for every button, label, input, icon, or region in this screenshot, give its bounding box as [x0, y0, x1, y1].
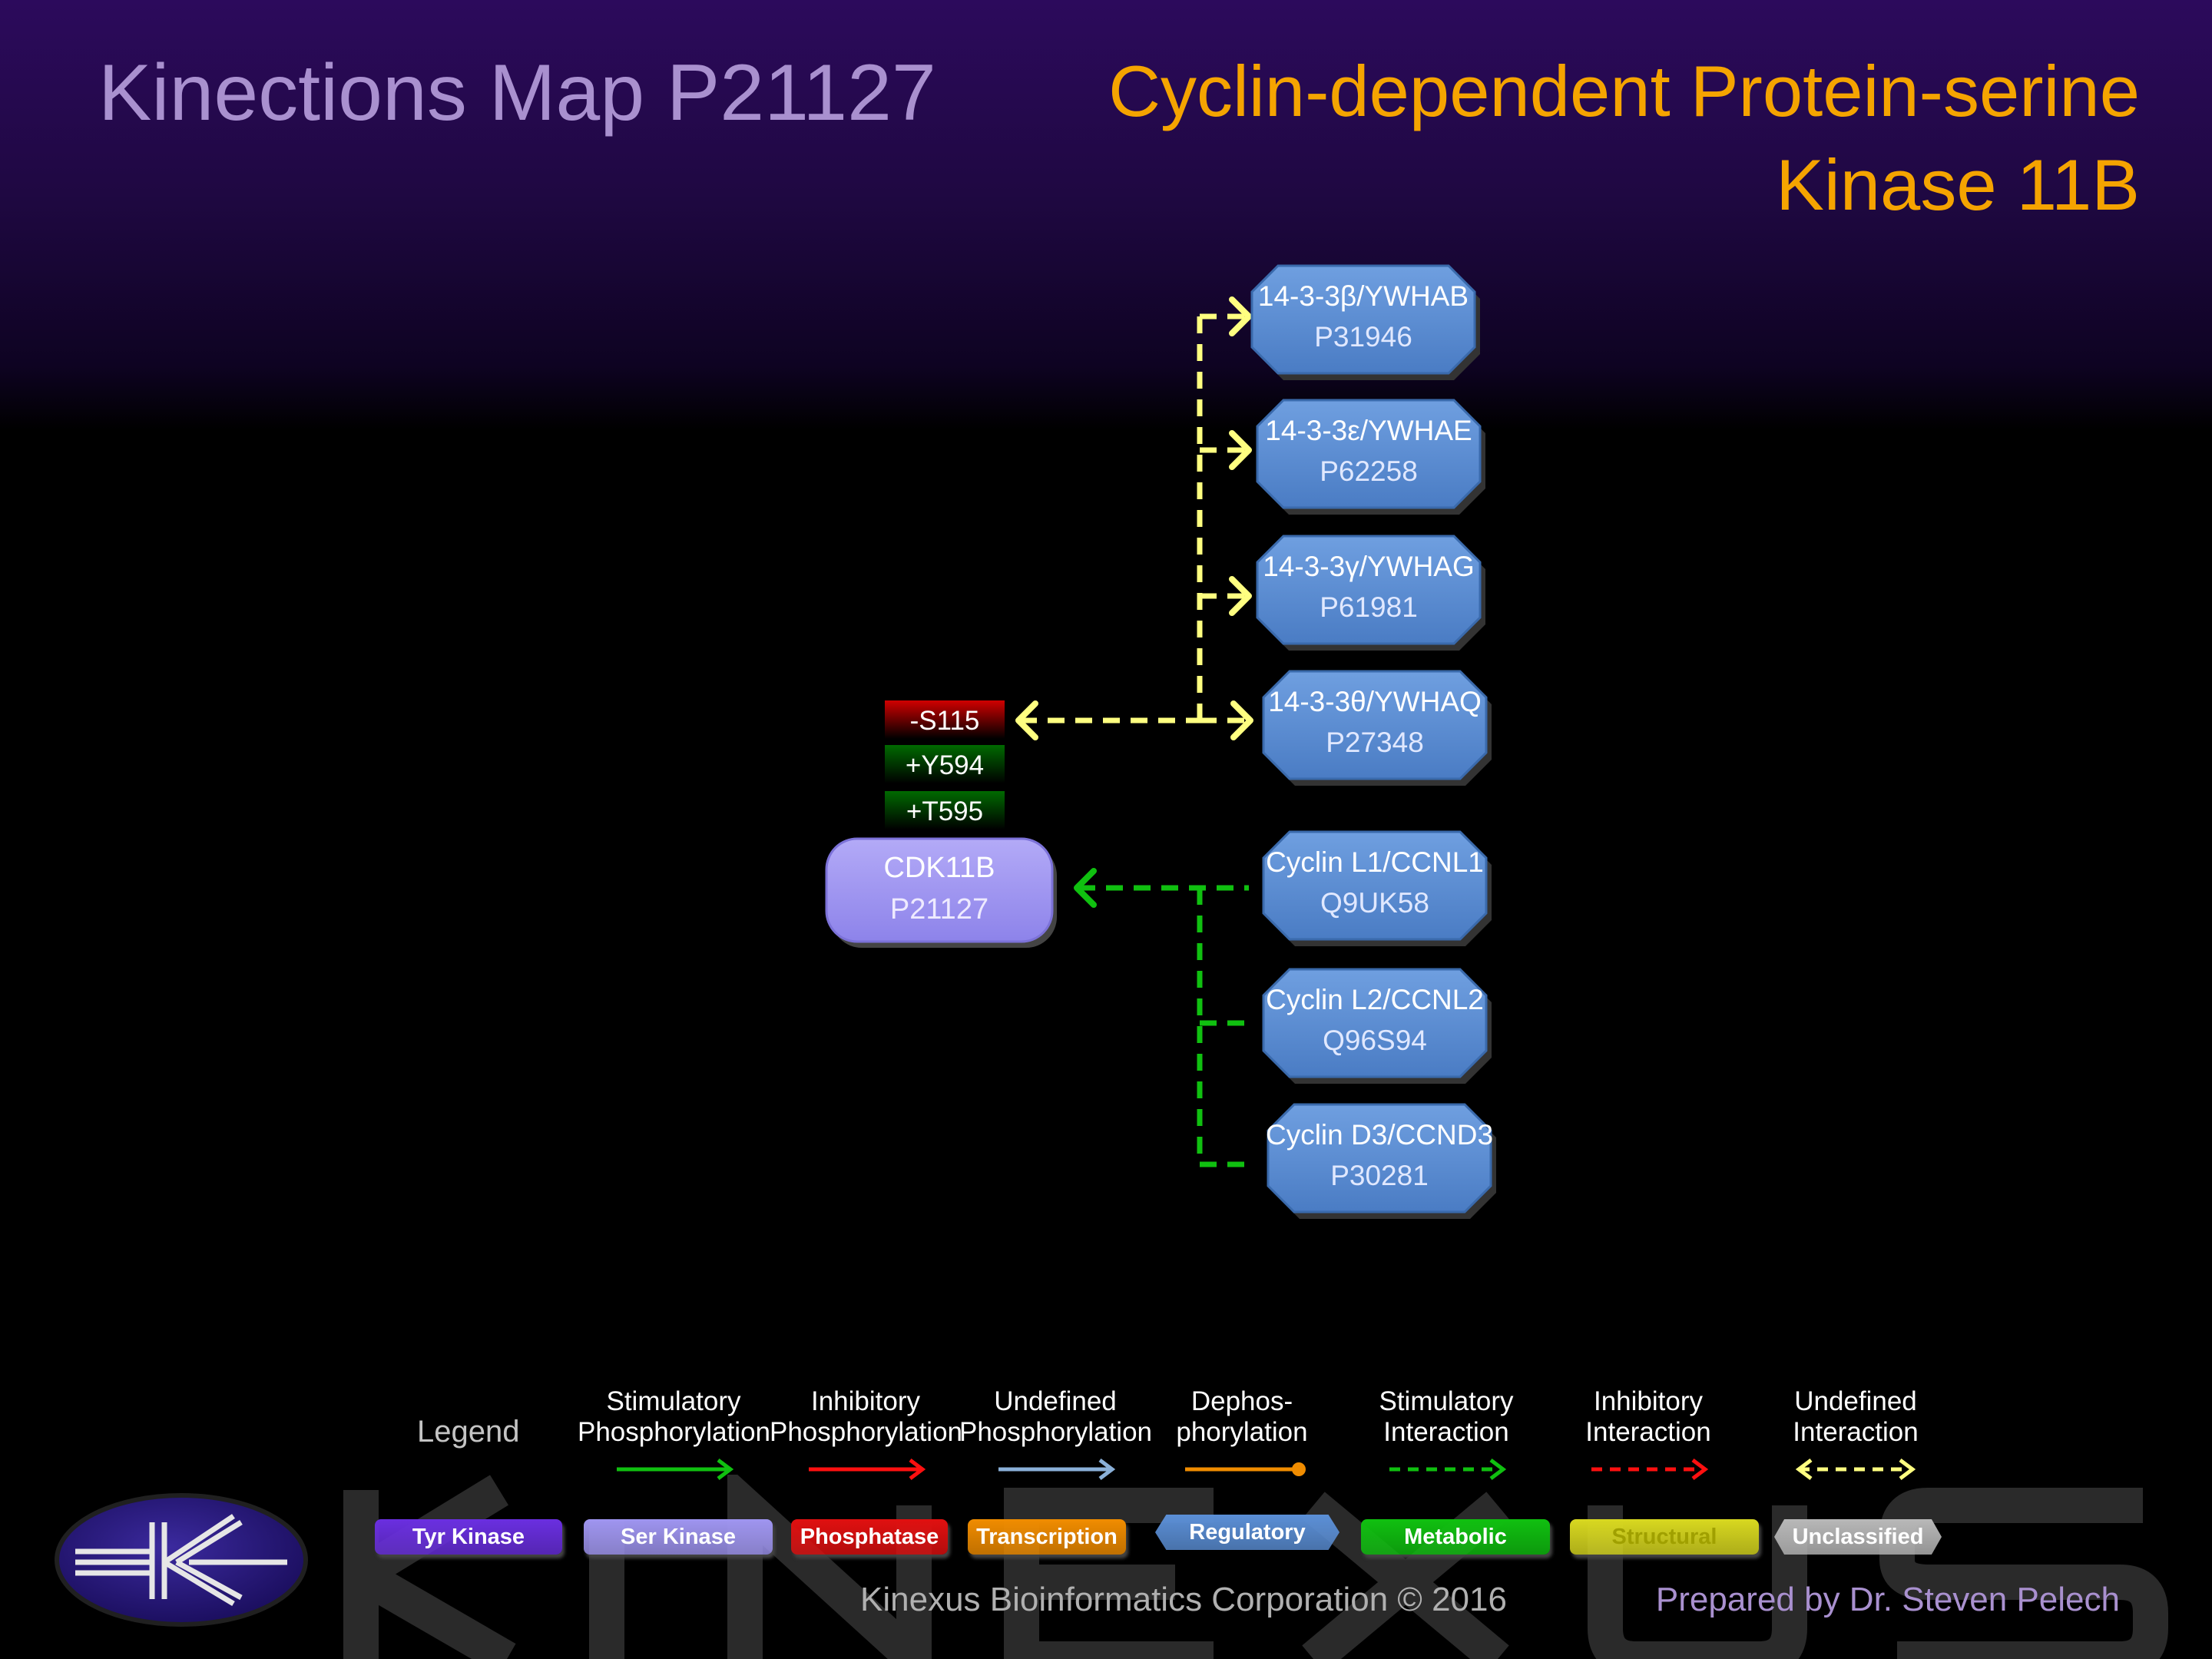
- arrowhead-icon: [1015, 700, 1038, 740]
- partner-uniprot-id: Q96S94: [1323, 1025, 1427, 1056]
- legend-arrowhead-icon: [909, 1459, 926, 1480]
- phosphosite-badge: [885, 700, 1005, 739]
- partner-name: 14-3-3ε/YWHAE: [1265, 415, 1472, 446]
- phosphosite-badge: [885, 791, 1005, 830]
- interaction-edges: [1015, 296, 1253, 1167]
- phosphosite-s115[interactable]: -S115: [885, 700, 1005, 739]
- legend-label-line2: Phosphorylation: [578, 1417, 770, 1447]
- legend-label-line2: phorylation: [1176, 1417, 1308, 1447]
- legend-label-line2: Interaction: [1793, 1417, 1919, 1447]
- phosphosite-y594[interactable]: +Y594: [885, 745, 1005, 783]
- phosphosite-label: +Y594: [906, 750, 984, 780]
- partner-node-shape: [1262, 670, 1488, 780]
- legend-label-line1: Inhibitory: [1593, 1386, 1704, 1416]
- partner-node-shape: [1262, 968, 1488, 1078]
- protein-full-name: Cyclin-dependent Protein-serine Kinase 1…: [988, 45, 2140, 232]
- legend-category-transcription: Transcription: [968, 1519, 1126, 1555]
- legend-label-line1: Undefined: [994, 1386, 1117, 1416]
- legend-category-phosphatase: Phosphatase: [791, 1519, 948, 1555]
- partner-node-shape: [1256, 399, 1482, 509]
- legend-arrowhead-icon: [1489, 1459, 1507, 1480]
- legend-dot-icon: [1292, 1462, 1306, 1476]
- arrowhead-icon: [1229, 430, 1252, 470]
- partner-uniprot-id: P62258: [1320, 455, 1418, 487]
- central-node-shape: [825, 837, 1054, 943]
- legend-category-metabolic: Metabolic: [1361, 1519, 1550, 1555]
- phosphosite-badge: [885, 745, 1005, 783]
- protein-full-name-line2: Kinase 11B: [1776, 144, 2140, 225]
- partner-uniprot-id: P61981: [1320, 591, 1418, 623]
- legend-arrowhead-icon: [1691, 1459, 1709, 1480]
- legend-arrowhead-icon: [1899, 1459, 1916, 1480]
- partner-name: 14-3-3β/YWHAB: [1258, 280, 1469, 312]
- header-background: [0, 0, 2212, 430]
- partner-uniprot-id: P30281: [1330, 1160, 1429, 1191]
- legend-title: Legend: [417, 1415, 520, 1449]
- partner-name: 14-3-3γ/YWHAG: [1263, 551, 1475, 582]
- partner-uniprot-id: P27348: [1326, 727, 1424, 758]
- partner-uniprot-id: Q9UK58: [1320, 887, 1429, 919]
- phosphosite-label: -S115: [910, 706, 980, 736]
- partner-node-p62258[interactable]: 14-3-3ε/YWHAE P62258: [1256, 399, 1485, 515]
- partner-node-p27348[interactable]: 14-3-3θ/YWHAQ P27348: [1262, 670, 1492, 786]
- partner-nodes: 14-3-3β/YWHABP3194614-3-3ε/YWHAEP6225814…: [1250, 264, 1496, 1219]
- partner-name: Cyclin D3/CCND3: [1266, 1119, 1493, 1151]
- partner-node-shape: [1262, 830, 1488, 941]
- legend-label-line1: Dephos-: [1190, 1386, 1293, 1416]
- central-node[interactable]: CDK11B P21127: [825, 837, 1057, 948]
- phosphosite-label: +T595: [906, 796, 983, 826]
- kinexus-watermark: [343, 1475, 2168, 1659]
- legend-label-line2: Phosphorylation: [959, 1417, 1152, 1447]
- legend-label-dephos-phorylation: Dephos-phorylation: [1146, 1386, 1338, 1448]
- partner-node-shape: [1256, 535, 1482, 645]
- legend-label-line1: Undefined: [1794, 1386, 1917, 1416]
- legend-category-tyr-kinase: Tyr Kinase: [375, 1519, 562, 1555]
- legend-label-line1: Inhibitory: [810, 1386, 921, 1416]
- partner-node-p61981[interactable]: 14-3-3γ/YWHAG P61981: [1256, 535, 1485, 651]
- legend-label-line2: Interaction: [1383, 1417, 1509, 1447]
- arrowhead-icon: [1074, 868, 1097, 908]
- partner-name: Cyclin L1/CCNL1: [1266, 846, 1484, 878]
- partner-name: 14-3-3θ/YWHAQ: [1268, 686, 1482, 717]
- kinexus-logo: [55, 1493, 308, 1627]
- legend-arrowhead-icon: [1098, 1459, 1116, 1480]
- partner-node-shape: [1250, 264, 1476, 375]
- legend-arrowhead-icon: [1795, 1459, 1813, 1480]
- central-node-id: P21127: [890, 893, 988, 926]
- partner-uniprot-id: P31946: [1314, 321, 1412, 353]
- phosphosite-t595[interactable]: +T595: [885, 791, 1005, 830]
- legend-category-regulatory: Regulatory: [1155, 1515, 1339, 1550]
- partner-node-shape: [1267, 1103, 1492, 1214]
- partner-name: Cyclin L2/CCNL2: [1266, 984, 1484, 1015]
- footer-prepared-by: Prepared by Dr. Steven Pelech: [1655, 1581, 2120, 1618]
- legend-category-structural: Structural: [1570, 1519, 1759, 1555]
- arrowhead-icon: [1229, 296, 1252, 336]
- legend-label-line1: Stimulatory: [1379, 1386, 1514, 1416]
- legend-label-line2: Interaction: [1585, 1417, 1711, 1447]
- page-title: Kinections Map P21127: [98, 48, 936, 137]
- footer-corporation: Kinexus Bioinformatics Corporation © 201…: [860, 1581, 1507, 1618]
- legend-label-line2: Phosphorylation: [770, 1417, 962, 1447]
- arrowhead-icon: [1230, 700, 1253, 740]
- legend-arrowhead-icon: [717, 1459, 734, 1480]
- legend-category-ser-kinase: Ser Kinase: [584, 1519, 773, 1555]
- phosphosite-labels: -S115 +Y594 +T595: [885, 700, 1005, 830]
- central-node-name: CDK11B: [883, 852, 995, 884]
- protein-full-name-line1: Cyclin-dependent Protein-serine: [1108, 51, 2140, 131]
- legend-label-line1: Stimulatory: [606, 1386, 741, 1416]
- arrowhead-icon: [1229, 576, 1252, 616]
- partner-node-p31946[interactable]: 14-3-3β/YWHAB P31946: [1250, 264, 1480, 380]
- legend-category-unclassified: Unclassified: [1774, 1519, 1942, 1555]
